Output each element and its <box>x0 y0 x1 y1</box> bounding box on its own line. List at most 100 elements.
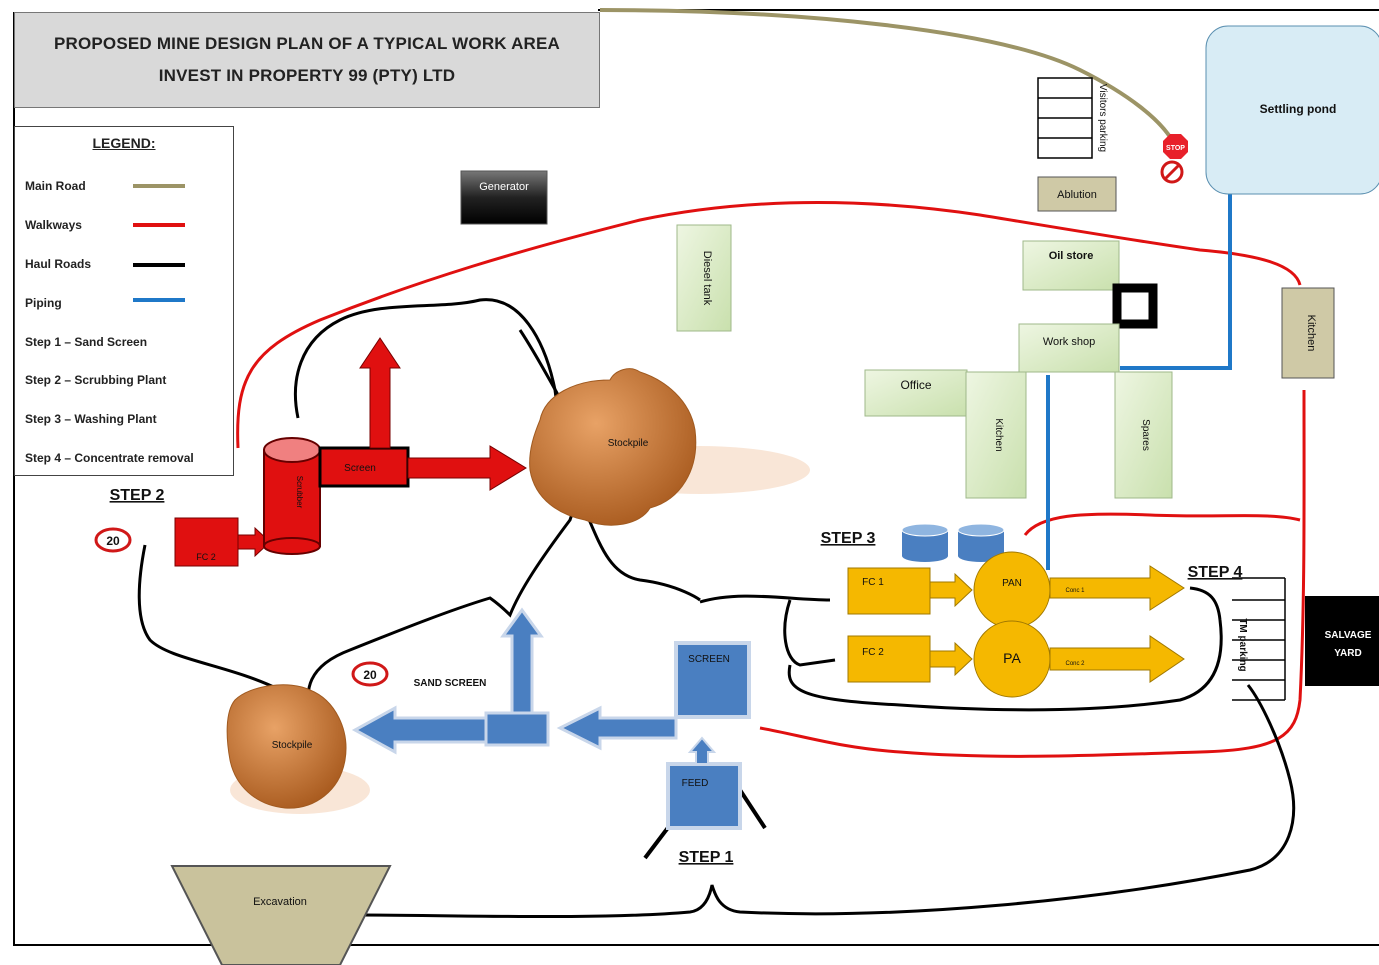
fc1-label: FC 1 <box>862 577 884 588</box>
legend: LEGEND: Main Road Walkways Haul Roads Pi… <box>14 126 234 476</box>
office-building <box>864 369 968 417</box>
haul-road-bottom <box>359 684 1296 919</box>
settling-pond <box>1205 25 1379 195</box>
scrubber-label: Scrubber <box>295 476 304 509</box>
diesel-tank <box>676 224 732 332</box>
fc2-label: FC 2 <box>862 647 884 658</box>
legend-piping-label: Piping <box>25 296 62 310</box>
sand-screen-label: SAND SCREEN <box>414 678 487 689</box>
kitchen-center-building <box>965 371 1027 499</box>
visitors-parking-label: Visitors parking <box>1097 84 1108 152</box>
screen-red-label: Screen <box>344 463 376 474</box>
legend-main-road-swatch <box>133 184 185 188</box>
generator-label: Generator <box>479 181 529 193</box>
pan-to-step4-arrow <box>1049 565 1185 611</box>
workshop-label: Work shop <box>1043 336 1095 348</box>
stop-sign-label: STOP <box>1166 145 1185 152</box>
ablution-building <box>1037 176 1117 212</box>
fc1-to-pan-arrow <box>929 572 973 608</box>
oil-store <box>1022 240 1120 291</box>
feed-up-arrow <box>687 736 717 765</box>
stockpile-top-label: Stockpile <box>608 438 649 449</box>
conc2-label: Conc 2 <box>1065 661 1085 667</box>
feed-chute-right <box>738 788 767 830</box>
stockpile-top: Stockpile <box>529 368 810 526</box>
spares-label: Spares <box>1140 419 1151 451</box>
fc2-feeder <box>847 635 931 683</box>
step4-label: STEP 4 <box>1188 564 1243 581</box>
water-tank-2 <box>957 523 1005 562</box>
haul-road-stockpile-link <box>306 329 585 721</box>
stop-sign: STOP <box>1163 134 1188 159</box>
scrubber-tank: Scrubber <box>263 437 321 555</box>
sand-screen-up-arrow <box>500 607 544 715</box>
tm-parking: TM parking <box>1232 577 1286 701</box>
excavation-label: Excavation <box>253 896 307 908</box>
stockpile-bottom: Stockpile <box>226 684 370 814</box>
feed-chute-left <box>643 823 672 860</box>
visitors-parking: Visitors parking <box>1037 77 1108 159</box>
legend-haul-roads-label: Haul Roads <box>25 257 92 271</box>
sand-screen-left-arrow <box>351 705 488 755</box>
pa-label: PA <box>1003 650 1021 666</box>
salvage-yard-label-1: SALVAGE <box>1325 630 1372 641</box>
salvage-yard <box>1305 596 1379 686</box>
pa-to-step4-arrow <box>1049 635 1185 683</box>
speed-sign-step1-label: 20 <box>363 668 377 682</box>
legend-main-road-label: Main Road <box>25 179 86 193</box>
legend-step-1: Step 1 – Sand Screen <box>25 335 148 349</box>
legend-step-2: Step 2 – Scrubbing Plant <box>25 373 167 387</box>
walkway-right <box>759 389 1306 758</box>
kitchen-center-label: Kitchen <box>993 418 1004 451</box>
fc2-red-label: FC 2 <box>196 552 216 562</box>
haul-road-plant <box>699 586 1223 712</box>
legend-piping-swatch <box>133 298 185 302</box>
plan-title-block: PROPOSED MINE DESIGN PLAN OF A TYPICAL W… <box>14 12 600 108</box>
kitchen-right-label: Kitchen <box>1305 315 1317 352</box>
screen-blue <box>674 641 751 719</box>
screen-up-arrow <box>359 337 401 449</box>
main-road <box>599 8 1174 142</box>
ablution-label: Ablution <box>1057 189 1097 201</box>
haul-road-loop <box>294 298 701 602</box>
salvage-yard-label-2: YARD <box>1334 648 1361 659</box>
screen-right-arrow <box>407 445 527 491</box>
plan-title: PROPOSED MINE DESIGN PLAN OF A TYPICAL W… <box>53 34 561 53</box>
legend-haul-roads-swatch <box>133 263 185 267</box>
speed-sign-step1: 20 <box>351 661 389 687</box>
legend-title: LEGEND: <box>92 135 156 151</box>
walkway-outer <box>236 201 1302 449</box>
legend-step-4: Step 4 – Concentrate removal <box>25 451 194 465</box>
screen-blue-label: SCREEN <box>688 654 730 665</box>
no-entry-icon <box>1160 160 1184 184</box>
step2-label: STEP 2 <box>110 487 165 504</box>
fc2-red-feeder <box>174 517 239 567</box>
tm-parking-label: TM parking <box>1237 618 1248 671</box>
speed-sign-step2: 20 <box>94 527 132 553</box>
settling-pond-label: Settling pond <box>1260 102 1337 116</box>
step3-label: STEP 3 <box>821 530 876 547</box>
oil-store-label: Oil store <box>1049 250 1094 262</box>
screen-left-arrow <box>556 705 678 751</box>
fc2-to-scrubber-arrow <box>237 526 271 558</box>
walkway-step3 <box>1023 512 1301 536</box>
pan-unit <box>973 551 1051 629</box>
office-label: Office <box>900 378 931 392</box>
legend-walkways-swatch <box>133 223 185 227</box>
feed-hopper <box>666 762 742 830</box>
fc2-to-pa-arrow <box>929 641 973 677</box>
conc1-label: Conc 1 <box>1065 588 1085 594</box>
piping <box>1046 172 1232 570</box>
generator-building <box>460 170 548 225</box>
excavation-pit <box>170 865 392 965</box>
fc1-feeder <box>847 567 931 615</box>
diesel-tank-label: Diesel tank <box>701 251 713 306</box>
sand-screen-unit <box>484 711 550 747</box>
plan-subtitle: INVEST IN PROPERTY 99 (PTY) LTD <box>158 66 456 85</box>
feed-label: FEED <box>682 778 709 789</box>
square-marker <box>1112 283 1158 329</box>
legend-step-3: Step 3 – Washing Plant <box>25 412 157 426</box>
legend-walkways-label: Walkways <box>25 218 82 232</box>
water-tank-1 <box>901 523 949 562</box>
